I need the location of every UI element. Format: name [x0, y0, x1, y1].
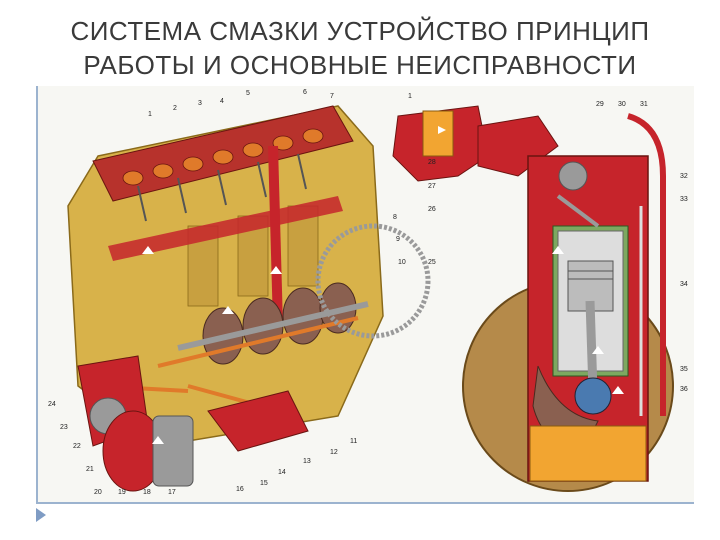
callout-12: 12 [330, 449, 338, 456]
callout-30: 30 [618, 101, 626, 108]
callout-9: 9 [396, 236, 400, 243]
callout-labels-left: 1 2 3 4 5 6 7 8 9 10 11 12 13 14 15 16 1… [48, 89, 406, 496]
callout-33: 33 [680, 196, 688, 203]
callout-23: 23 [60, 424, 68, 431]
callout-6: 6 [303, 89, 307, 96]
callout-labels-right: 1 25 26 27 28 29 30 31 32 33 34 35 36 [408, 93, 688, 393]
callout-8: 8 [393, 214, 397, 221]
callout-29: 29 [596, 101, 604, 108]
callout-7: 7 [330, 93, 334, 100]
lubrication-system-illustration: 1 2 3 4 5 6 7 8 9 10 11 12 13 14 15 16 1… [36, 86, 694, 504]
callout-36: 36 [680, 386, 688, 393]
callout-10: 10 [398, 259, 406, 266]
callout-28: 28 [428, 159, 436, 166]
callout-31: 31 [640, 101, 648, 108]
callout-14: 14 [278, 469, 286, 476]
slide-title-line-2: РАБОТЫ И ОСНОВНЫЕ НЕИСПРАВНОСТИ [83, 50, 637, 80]
callout-27: 27 [428, 183, 436, 190]
callout-25: 25 [428, 259, 436, 266]
engine-cross-section [392, 105, 674, 492]
callout-32: 32 [680, 173, 688, 180]
callout-2: 2 [173, 105, 177, 112]
slide-bullet-arrow-icon [36, 508, 46, 522]
callout-24: 24 [48, 401, 56, 408]
callout-4: 4 [220, 98, 224, 105]
slide-title-line-1: СИСТЕМА СМАЗКИ УСТРОЙСТВО ПРИНЦИП [70, 16, 650, 46]
callout-26: 26 [428, 206, 436, 213]
callout-16: 16 [236, 486, 244, 493]
callout-18: 18 [143, 489, 151, 496]
slide-title: СИСТЕМА СМАЗКИ УСТРОЙСТВО ПРИНЦИП РАБОТЫ… [0, 14, 720, 82]
callout-1: 1 [148, 111, 152, 118]
callout-13: 13 [303, 458, 311, 465]
callout-34: 34 [680, 281, 688, 288]
callout-20: 20 [94, 489, 102, 496]
engine-cutaway-drawing: 1 2 3 4 5 6 7 8 9 10 11 12 13 14 15 16 1… [48, 89, 688, 496]
callout-35: 35 [680, 366, 688, 373]
callout-15: 15 [260, 480, 268, 487]
callout-5: 5 [246, 90, 250, 97]
callout-19: 19 [118, 489, 126, 496]
callout-3: 3 [198, 100, 202, 107]
engine-block-cutaway [67, 105, 431, 492]
callout-21: 21 [86, 466, 94, 473]
callout-17: 17 [168, 489, 176, 496]
callout-22: 22 [73, 443, 81, 450]
callout-11: 11 [350, 438, 357, 445]
callout-right-1: 1 [408, 93, 412, 100]
